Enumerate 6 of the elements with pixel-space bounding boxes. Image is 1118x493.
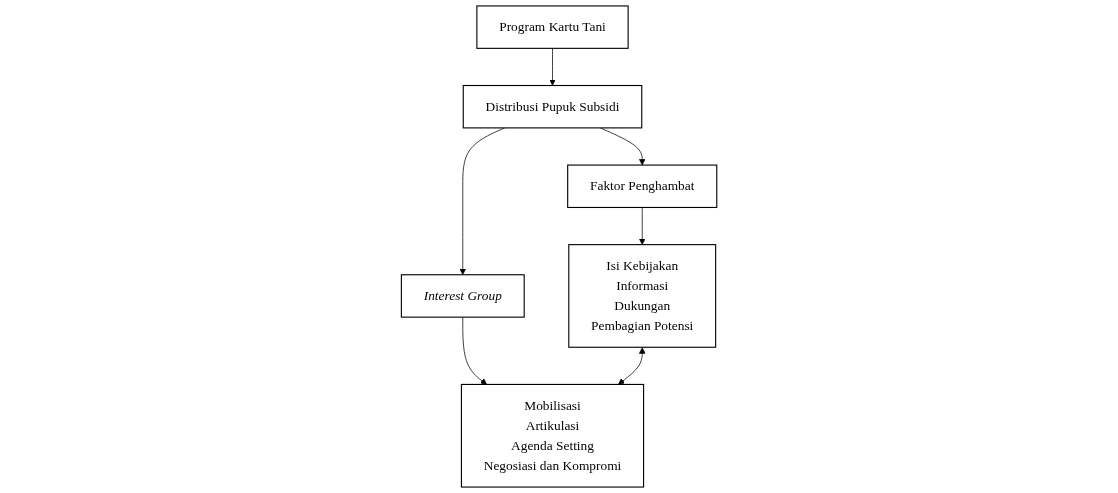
node-box: Isi Kebijakan Informasi Dukungan Pembagian Potensi: [568, 244, 717, 348]
node-box: Faktor Penghambat: [567, 164, 718, 208]
node-box: Program Kartu Tani: [476, 5, 629, 49]
node-box: Mobilisasi Artikulasi Agenda Setting Negosiasi dan Kompromi: [460, 383, 645, 488]
node-box: Interest Group: [400, 274, 525, 318]
node-box: Distribusi Pupuk Subsidi: [462, 84, 643, 129]
